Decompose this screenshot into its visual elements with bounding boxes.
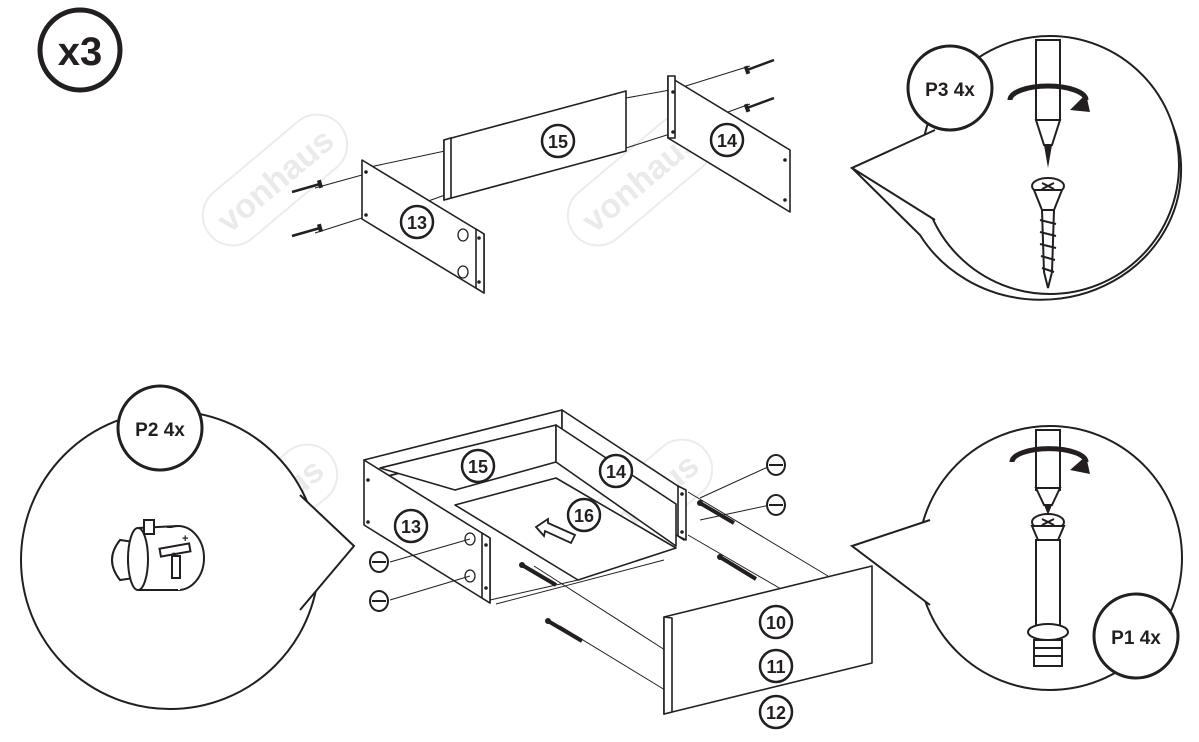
part-label-12: 12: [758, 694, 794, 730]
screw-detail-callout: P3 4x: [849, 35, 1183, 301]
watermark-1: vonhaus: [201, 113, 349, 247]
cam-lock-detail-callout: P2 4x + -: [20, 384, 356, 710]
screw-top-left-1: [291, 179, 324, 194]
svg-text:14: 14: [717, 131, 737, 151]
cam-bolt-3: [697, 500, 736, 525]
svg-text:15: 15: [548, 132, 568, 152]
svg-text:+: +: [182, 533, 188, 545]
cam-bolt-callout-label: P1 4x: [1111, 628, 1161, 649]
guide-lines-bottom: [389, 465, 829, 691]
quantity-badge: x3: [37, 7, 123, 93]
svg-text:14: 14: [606, 462, 626, 482]
svg-text:16: 16: [574, 506, 594, 526]
panel-15-top: 15: [443, 90, 627, 201]
panel-14-top: 14: [667, 75, 791, 213]
cam-bolt-2: [545, 618, 584, 643]
svg-text:10: 10: [766, 613, 786, 633]
cam-bolt-4: [717, 554, 758, 581]
svg-text:12: 12: [766, 703, 786, 723]
svg-text:13: 13: [407, 213, 427, 233]
part-label-13: 13: [393, 508, 429, 544]
svg-text:-: -: [172, 547, 176, 559]
screw-top-right-1: [743, 58, 775, 75]
part-label-10: 10: [758, 604, 794, 640]
front-panel: [663, 565, 873, 715]
panel-13-top: 13: [361, 159, 485, 294]
drawer-frame: [363, 409, 687, 605]
cam-lock-1: [369, 551, 389, 573]
cam-lock-callout-label: P2 4x: [135, 420, 185, 441]
cam-bolt-1: [519, 562, 558, 587]
screw-top-right-2: [743, 96, 775, 113]
svg-text:15: 15: [468, 457, 488, 477]
cam-lock-3: [766, 454, 786, 476]
part-label-16: 16: [566, 497, 602, 533]
part-label-11: 11: [758, 648, 794, 684]
screw-top-left-2: [291, 223, 324, 238]
svg-text:13: 13: [401, 517, 421, 537]
cam-lock-2: [369, 590, 389, 612]
direction-arrow: [534, 517, 577, 545]
part-label-15: 15: [460, 448, 496, 484]
screw-callout-label: P3 4x: [925, 80, 975, 101]
part-label-14: 14: [598, 453, 634, 489]
svg-text:x3: x3: [58, 30, 103, 74]
svg-text:11: 11: [766, 657, 785, 677]
cam-lock-4: [766, 494, 786, 516]
cam-bolt-detail-callout: P1 4x: [849, 425, 1183, 691]
